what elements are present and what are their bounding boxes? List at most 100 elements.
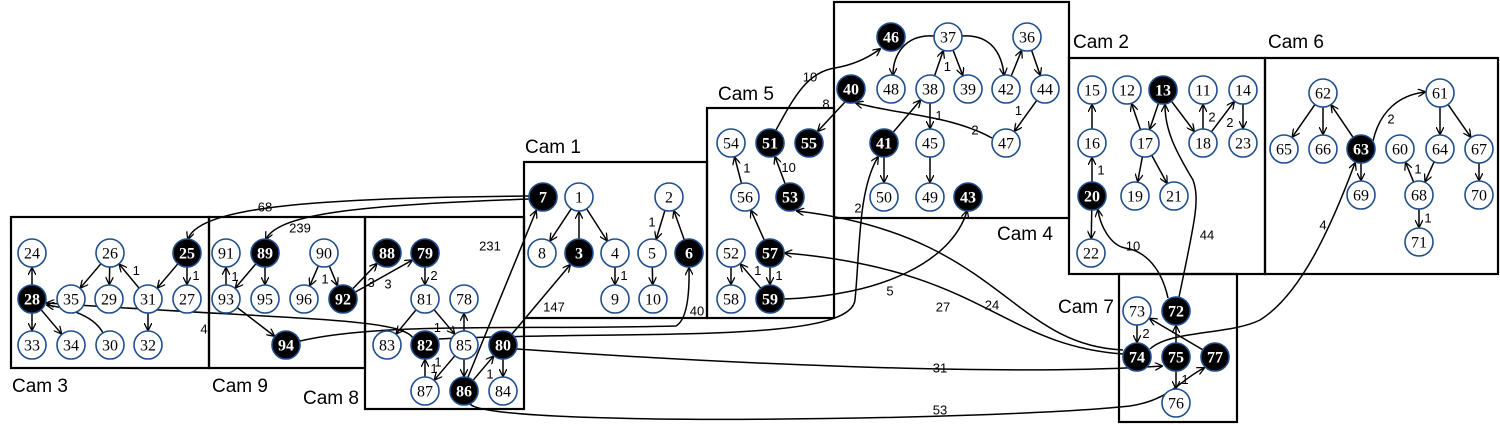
node-25: 25 (172, 238, 202, 268)
node-label: 2 (665, 190, 673, 207)
edge-41-38 (892, 100, 920, 133)
node-89: 89 (250, 238, 280, 268)
node-circle (1077, 181, 1107, 211)
node-label: 7 (539, 190, 547, 207)
node-circle (953, 182, 983, 212)
node-circle (289, 284, 319, 314)
node-23: 23 (1228, 128, 1258, 158)
node-label: 75 (1168, 350, 1184, 367)
edge-weight-label: 1 (1097, 163, 1104, 178)
node-label: 17 (1137, 136, 1153, 153)
node-label: 15 (1084, 83, 1100, 100)
node-label: 86 (456, 384, 472, 401)
edge-weight-label: 1 (944, 59, 951, 74)
node-3: 3 (564, 238, 594, 268)
node-38: 38 (915, 74, 945, 104)
node-label: 84 (495, 384, 511, 401)
node-circle (991, 74, 1021, 104)
cam-7-label: Cam 7 (1058, 297, 1114, 318)
edge-6-2 (674, 211, 685, 241)
node-56: 56 (730, 182, 760, 212)
node-circle (1385, 134, 1415, 164)
edge-42-36 (1010, 51, 1021, 77)
edge-90-96 (310, 265, 320, 285)
node-circle (133, 330, 163, 360)
node-circle (933, 22, 963, 52)
node-label: 14 (1235, 83, 1251, 100)
node-circle (1308, 134, 1338, 164)
edge-7-25 (188, 195, 530, 239)
node-20: 20 (1077, 181, 1107, 211)
edge-weight-label: 2 (854, 201, 861, 216)
cam-3-label: Cam 3 (12, 376, 68, 397)
edge-17-21 (1151, 154, 1167, 183)
edge-17-19 (1138, 156, 1144, 182)
edge-59-43 (783, 211, 967, 300)
node-32: 32 (133, 330, 163, 360)
node-circle (1161, 296, 1191, 326)
node-circle (1346, 180, 1376, 210)
node-label: 3 (575, 246, 583, 263)
edge-86-7 (467, 211, 536, 378)
node-27: 27 (172, 284, 202, 314)
node-label: 70 (1471, 188, 1487, 205)
edge-72-13 (1165, 105, 1197, 298)
cam-7-region (1117, 272, 1239, 424)
node-circle (250, 284, 280, 314)
node-92: 92 (328, 284, 358, 314)
node-circle (1464, 134, 1494, 164)
node-label: 51 (762, 136, 778, 153)
node-label: 78 (456, 292, 472, 309)
node-circle (527, 238, 557, 268)
node-circle (991, 128, 1021, 158)
node-10: 10 (638, 284, 668, 314)
node-35: 35 (56, 284, 86, 314)
edge-weight-label: 1 (1015, 103, 1022, 118)
node-circle (410, 330, 440, 360)
node-circle (1130, 128, 1160, 158)
node-96: 96 (289, 284, 319, 314)
cam-5-label: Cam 5 (718, 84, 774, 105)
edge-weight-label: 1 (434, 320, 441, 335)
node-label: 69 (1353, 188, 1369, 205)
edge-64-68 (1425, 161, 1435, 182)
node-circle (1076, 238, 1106, 268)
edge-weight-label: 1 (935, 108, 942, 123)
edge-weight-label: 1 (231, 269, 238, 284)
edge-37-48 (893, 35, 935, 75)
edge-weight-label: 1 (620, 268, 627, 283)
node-label: 47 (998, 136, 1014, 153)
node-49: 49 (915, 182, 945, 212)
node-67: 67 (1464, 134, 1494, 164)
node-label: 72 (1168, 304, 1184, 321)
node-circle (915, 128, 945, 158)
edge-1-8 (550, 208, 572, 241)
node-64: 64 (1425, 134, 1455, 164)
node-88: 88 (372, 238, 402, 268)
node-label: 12 (1119, 83, 1135, 100)
edge-81-85 (433, 309, 454, 334)
node-label: 41 (876, 136, 892, 153)
edge-86-77 (469, 368, 1204, 421)
node-label: 88 (379, 246, 395, 263)
edge-weight-label: 40 (690, 304, 704, 319)
node-label: 66 (1315, 142, 1331, 159)
node-16: 16 (1077, 128, 1107, 158)
node-label: 44 (1037, 82, 1053, 99)
node-label: 45 (922, 136, 938, 153)
node-86: 86 (449, 376, 479, 406)
edge-26-35 (81, 263, 102, 288)
edge-90-92 (328, 265, 337, 285)
edge-72-20 (1098, 210, 1169, 299)
node-52: 52 (716, 238, 746, 268)
node-circle (488, 376, 518, 406)
node-62: 62 (1308, 78, 1338, 108)
node-label: 87 (417, 384, 433, 401)
cam-1-label: Cam 1 (525, 137, 581, 158)
edge-weight-label: 1 (434, 354, 441, 369)
edge-56-54 (735, 158, 743, 184)
node-28: 28 (17, 284, 47, 314)
edge-weight-label: 5 (886, 284, 893, 299)
edge-weight-label: 10 (781, 160, 795, 175)
node-circle (172, 238, 202, 268)
